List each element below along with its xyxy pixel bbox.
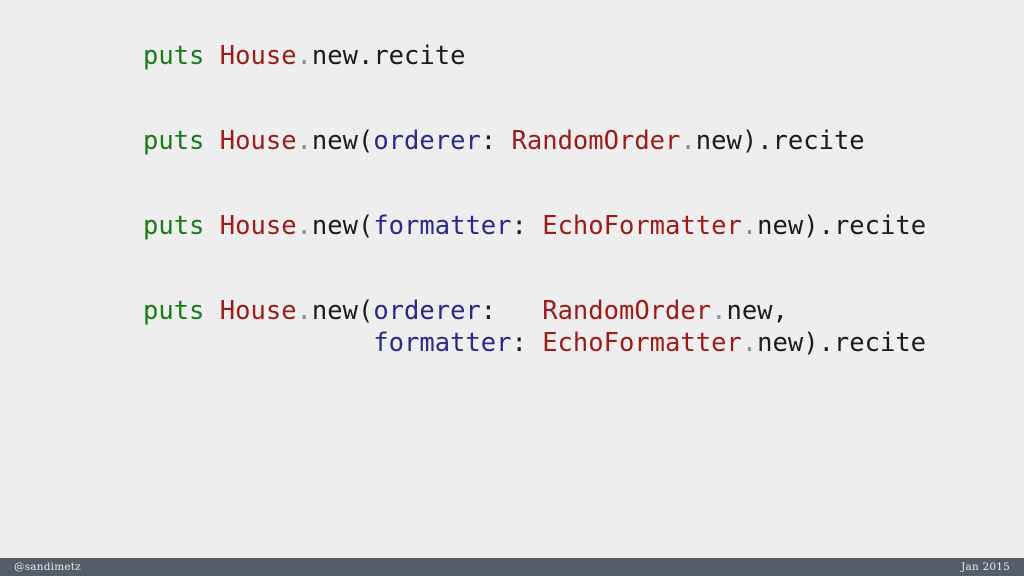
code-token: :: [511, 211, 543, 241]
code-token: ): [803, 211, 819, 241]
code-token: puts: [143, 296, 205, 326]
code-token: :: [511, 328, 543, 358]
code-token: (: [357, 126, 374, 156]
footer-author-handle: @sandimetz: [14, 561, 81, 573]
code-token: .: [680, 126, 696, 156]
code-line: puts House.new(orderer: RandomOrder.new)…: [143, 125, 926, 157]
code-token: .: [296, 296, 312, 326]
code-stanza: puts House.new(formatter: EchoFormatter.…: [143, 210, 926, 242]
code-token: puts: [143, 126, 205, 156]
code-token: formatter: [373, 211, 512, 241]
code-stanza: puts House.new.recite: [143, 40, 926, 72]
code-token: recite: [772, 126, 865, 156]
code-token: new: [695, 126, 742, 156]
code-line: puts House.new(formatter: EchoFormatter.…: [143, 210, 926, 242]
code-token: EchoFormatter: [542, 328, 742, 358]
code-token: .: [818, 328, 834, 358]
code-token: House: [219, 211, 297, 241]
code-token: .: [741, 328, 758, 358]
code-token: new: [757, 328, 804, 358]
code-token: [204, 41, 219, 71]
code-token: [204, 296, 219, 326]
code-token: puts: [143, 211, 205, 241]
code-token: recite: [833, 211, 927, 241]
code-stanza: puts House.new(orderer: RandomOrder.new)…: [143, 125, 926, 157]
code-token: new: [311, 41, 358, 71]
code-token: .: [741, 211, 758, 241]
code-token: .: [711, 296, 727, 326]
code-line: puts House.new(orderer: RandomOrder.new,: [143, 295, 926, 327]
code-token: House: [219, 296, 297, 326]
code-token: [143, 328, 373, 358]
code-token: [204, 126, 219, 156]
code-token: [204, 211, 219, 241]
slide-footer: @sandimetz Jan 2015: [0, 558, 1024, 576]
code-token: House: [219, 41, 297, 71]
code-token: orderer: [373, 126, 481, 156]
code-stanza: puts House.new(orderer: RandomOrder.new,…: [143, 295, 926, 359]
code-token: formatter: [373, 328, 512, 358]
code-token: .: [357, 41, 374, 71]
code-token: new: [726, 296, 773, 326]
code-token: ): [803, 328, 819, 358]
code-token: .: [296, 126, 312, 156]
code-token: .: [757, 126, 773, 156]
code-token: recite: [833, 328, 927, 358]
code-token: .: [818, 211, 834, 241]
code-token: orderer: [373, 296, 481, 326]
code-token: ,: [772, 296, 788, 326]
code-token: puts: [143, 41, 205, 71]
code-line: puts House.new.recite: [143, 40, 926, 72]
code-line: formatter: EchoFormatter.new).recite: [143, 327, 926, 359]
footer-date: Jan 2015: [961, 561, 1010, 573]
code-token: RandomOrder: [542, 296, 712, 326]
code-token: (: [357, 296, 374, 326]
code-token: House: [219, 126, 297, 156]
code-token: recite: [373, 41, 466, 71]
code-token: RandomOrder: [511, 126, 681, 156]
code-token: ): [741, 126, 758, 156]
code-token: new: [757, 211, 804, 241]
code-token: new: [311, 211, 358, 241]
code-token: new: [311, 126, 358, 156]
code-token: EchoFormatter: [542, 211, 742, 241]
code-token: (: [357, 211, 374, 241]
code-token: :: [480, 126, 512, 156]
code-token: .: [296, 211, 312, 241]
code-token: new: [311, 296, 358, 326]
code-token: :: [480, 296, 543, 326]
code-token: .: [296, 41, 312, 71]
